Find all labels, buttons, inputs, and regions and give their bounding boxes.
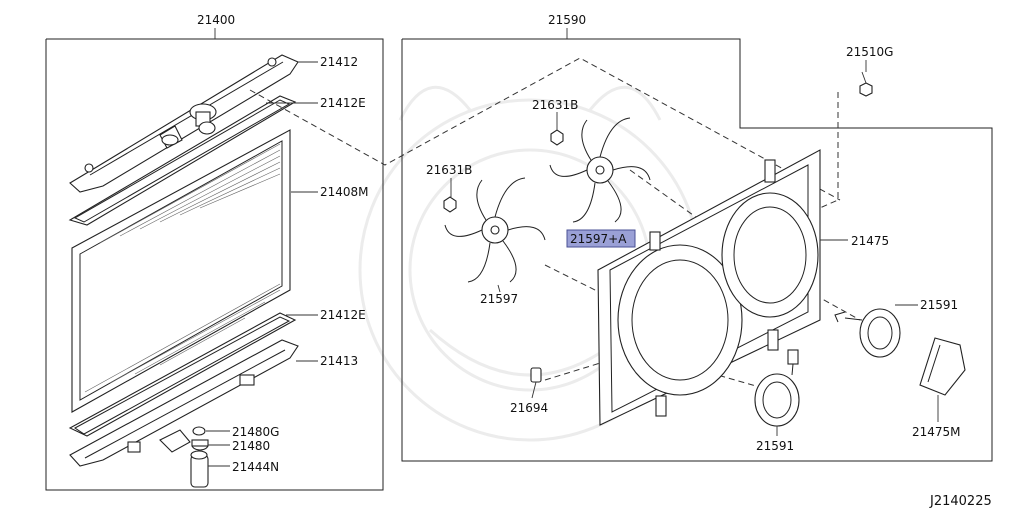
label-21597: 21597 [480,292,518,306]
highlight-21597A [566,229,636,248]
bolt-21510G[interactable] [859,71,873,97]
fan-shroud[interactable] [597,149,821,426]
motor-cover-21475M[interactable] [919,337,966,396]
drawing-code: J2140225 [929,494,992,509]
radiator-core[interactable] [71,129,291,413]
nut-21631B-right[interactable] [550,129,564,146]
label-21597A: 21597+A [570,232,627,246]
label-21400: 21400 [197,13,235,27]
label-21591-right: 21591 [920,298,958,312]
label-21694: 21694 [510,401,548,415]
label-21631B-left: 21631B [426,163,472,177]
fan-motor-right[interactable] [834,308,901,358]
label-21408M: 21408M [320,185,369,199]
nut-21631B-left[interactable] [443,196,457,213]
label-21412E-top: 21412E [320,96,366,110]
radiator-cap[interactable] [189,103,217,135]
gasket-bottom[interactable] [68,312,297,437]
fan-blade-21597A[interactable] [549,117,651,223]
label-21412: 21412 [320,55,358,69]
label-21591-bottom: 21591 [756,439,794,453]
gasket-top[interactable] [68,95,297,226]
fan-panel-border [401,38,993,462]
fan-assembly-panel [249,28,993,462]
label-21631B-right: 21631B [532,98,578,112]
label-21475M: 21475M [912,425,961,439]
label-21444N: 21444N [232,460,279,474]
label-21480: 21480 [232,439,270,453]
upper-tank[interactable] [69,54,299,193]
label-21412E-bottom: 21412E [320,308,366,322]
drain-elbow [159,429,191,453]
radiator-panel [45,28,384,491]
hose-21444N[interactable] [190,450,209,488]
lower-tank[interactable] [69,339,299,467]
label-21475: 21475 [851,234,889,248]
drain-plug-seal-21480G[interactable] [192,426,206,436]
label-21590: 21590 [548,13,586,27]
label-21413: 21413 [320,354,358,368]
clip-21694[interactable] [530,367,542,383]
fan-blade-21597[interactable] [444,177,546,283]
label-21510G: 21510G [846,45,893,59]
label-21480G: 21480G [232,425,279,439]
drain-plug-21480[interactable] [191,439,209,451]
radiator-panel-border [45,38,384,491]
fan-motor-bottom[interactable] [754,349,800,427]
